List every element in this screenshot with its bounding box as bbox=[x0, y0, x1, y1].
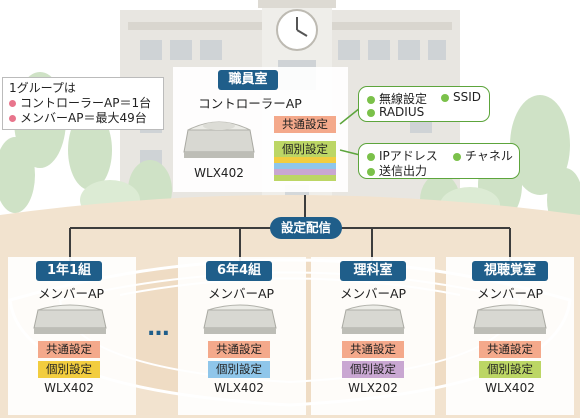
member-individual-settings-2: 個別設定 bbox=[208, 361, 270, 378]
member-role-label-3: メンバーAP bbox=[339, 286, 407, 301]
member-room-header-3: 理科室 bbox=[340, 261, 406, 281]
group-note-line-controller: コントローラーAP＝1台 bbox=[9, 96, 157, 111]
bullet-dot-icon bbox=[9, 100, 16, 107]
group-note: 1グループは コントローラーAP＝1台 メンバーAP＝最大49台 bbox=[2, 77, 164, 130]
member-individual-settings-4: 個別設定 bbox=[479, 361, 541, 378]
member-room-header-1: 1年1組 bbox=[36, 261, 102, 281]
stack-stripe-purple bbox=[274, 169, 336, 175]
controller-common-settings: 共通設定 bbox=[274, 116, 336, 133]
member-role-label-4: メンバーAP bbox=[476, 286, 544, 301]
member-common-settings-3: 共通設定 bbox=[342, 341, 404, 358]
stack-stripe-green bbox=[274, 175, 336, 181]
controller-room-header: 職員室 bbox=[218, 70, 278, 90]
member-access-point-icon-4 bbox=[473, 304, 547, 334]
member-model-label-4: WLX402 bbox=[485, 381, 535, 395]
bullet-dot-icon bbox=[441, 93, 449, 102]
group-note-heading: 1グループは bbox=[9, 81, 76, 95]
member-individual-settings-3: 個別設定 bbox=[342, 361, 404, 378]
stack-stripe-yellow bbox=[274, 157, 336, 163]
callout-item-radius: RADIUS bbox=[367, 105, 424, 119]
controller-access-point-icon bbox=[183, 121, 255, 158]
callout-item-channel: チャネル bbox=[453, 147, 513, 164]
controller-individual-settings-stack: 個別設定 bbox=[274, 141, 336, 183]
bullet-dot-icon bbox=[367, 95, 375, 104]
member-common-settings-4: 共通設定 bbox=[479, 341, 541, 358]
individual-settings-callout: IPアドレス チャネル 送信出力 bbox=[358, 143, 520, 179]
member-common-settings-1: 共通設定 bbox=[38, 341, 100, 358]
more-members-ellipsis: … bbox=[147, 316, 170, 341]
common-settings-callout: 無線設定 SSID RADIUS bbox=[358, 86, 490, 122]
member-individual-settings-1: 個別設定 bbox=[38, 361, 100, 378]
callout-item-ip-address: IPアドレス bbox=[367, 147, 438, 164]
callout-item-wireless: 無線設定 bbox=[367, 90, 427, 107]
controller-role-label: コントローラーAP bbox=[198, 96, 302, 111]
bullet-dot-icon bbox=[367, 152, 375, 161]
member-access-point-icon-1 bbox=[33, 304, 107, 334]
member-room-header-4: 視聴覚室 bbox=[472, 261, 548, 281]
member-access-point-icon-3 bbox=[341, 304, 405, 334]
member-common-settings-2: 共通設定 bbox=[208, 341, 270, 358]
group-note-line-member: メンバーAP＝最大49台 bbox=[9, 111, 157, 126]
member-model-label-1: WLX402 bbox=[44, 381, 94, 395]
stack-stripe-blue bbox=[274, 163, 336, 169]
bullet-dot-icon bbox=[367, 167, 375, 176]
controller-model-label: WLX402 bbox=[194, 166, 244, 180]
callout-item-tx-power: 送信出力 bbox=[367, 162, 427, 179]
callout-item-ssid: SSID bbox=[441, 90, 481, 104]
member-role-label-2: メンバーAP bbox=[207, 286, 275, 301]
bullet-dot-icon bbox=[9, 115, 16, 122]
bullet-dot-icon bbox=[453, 152, 461, 161]
member-room-header-2: 6年4組 bbox=[206, 261, 272, 281]
bullet-dot-icon bbox=[367, 108, 375, 117]
member-model-label-3: WLX202 bbox=[348, 381, 398, 395]
member-model-label-2: WLX402 bbox=[214, 381, 264, 395]
individual-settings-label: 個別設定 bbox=[274, 141, 336, 157]
settings-distribution-label: 設定配信 bbox=[270, 217, 342, 239]
member-access-point-icon-2 bbox=[203, 304, 277, 334]
member-role-label-1: メンバーAP bbox=[37, 286, 105, 301]
